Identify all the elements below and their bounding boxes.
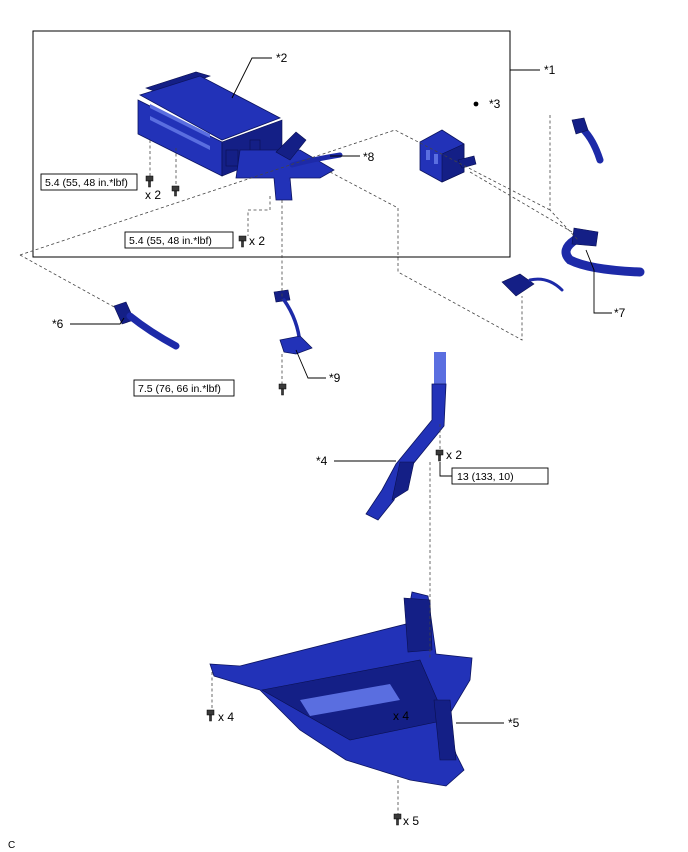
callout-8: *8 (363, 150, 375, 164)
quantity-stay: x 2 (446, 448, 462, 462)
callout-5: *5 (508, 716, 520, 730)
quantity-cover-bottom: x 5 (403, 814, 419, 828)
hose-7-part (561, 117, 645, 277)
torque-value-clamp: 7.5 (76, 66 in.*lbf) (138, 383, 221, 395)
alignment-line (19, 254, 117, 309)
torque-box (451, 467, 549, 485)
corner-mark: C (8, 840, 15, 851)
callout-9: *9 (329, 371, 341, 385)
leader-line (231, 57, 272, 99)
alignment-line (19, 129, 551, 256)
callout-1: *1 (544, 63, 556, 77)
clamp-bracket-9-part (273, 289, 313, 355)
hose-6-part (113, 301, 180, 350)
pump-module-part (419, 129, 477, 183)
bolt-icon (278, 383, 287, 396)
leader-line (70, 317, 125, 325)
alignment-line (549, 115, 579, 241)
torque-box (124, 231, 234, 249)
torque-value-canister-bracket: 5.4 (55, 48 in.*lbf) (129, 235, 212, 247)
bullet-dot (473, 101, 479, 107)
charcoal-canister-part (137, 71, 335, 201)
torque-box (40, 173, 138, 191)
canister-assembly-frame (32, 30, 511, 258)
callout-4: *4 (316, 454, 328, 468)
leader-line (585, 249, 612, 314)
bolt-icon (393, 813, 402, 826)
bolt-icon (238, 235, 247, 248)
alignment-line (329, 171, 523, 341)
callout-7: *7 (614, 306, 626, 320)
bolt-icon (206, 709, 215, 722)
torque-box (133, 379, 235, 397)
torque-value-canister-left: 5.4 (55, 48 in.*lbf) (45, 177, 128, 189)
callout-3: *3 (489, 97, 501, 111)
callout-2: *2 (276, 51, 288, 65)
bolt-icon (171, 185, 180, 197)
under-cover-5-part (209, 591, 473, 787)
callout-6: *6 (52, 317, 64, 331)
bolt-icon (145, 175, 154, 188)
leader-line (439, 462, 452, 477)
torque-value-stay: 13 (133, 10) (457, 471, 514, 483)
quantity-canister-left: x 2 (145, 188, 161, 202)
quantity-cover-left: x 4 (218, 710, 234, 724)
alignment-line (247, 196, 271, 236)
leader-line (295, 349, 326, 379)
quantity-cover-mid: x 4 (393, 709, 409, 723)
alignment-line (469, 171, 573, 233)
bolt-icon (435, 449, 444, 462)
stay-4-part (365, 352, 447, 521)
quantity-canister-bracket: x 2 (249, 234, 265, 248)
hose-connector-part (501, 273, 564, 297)
